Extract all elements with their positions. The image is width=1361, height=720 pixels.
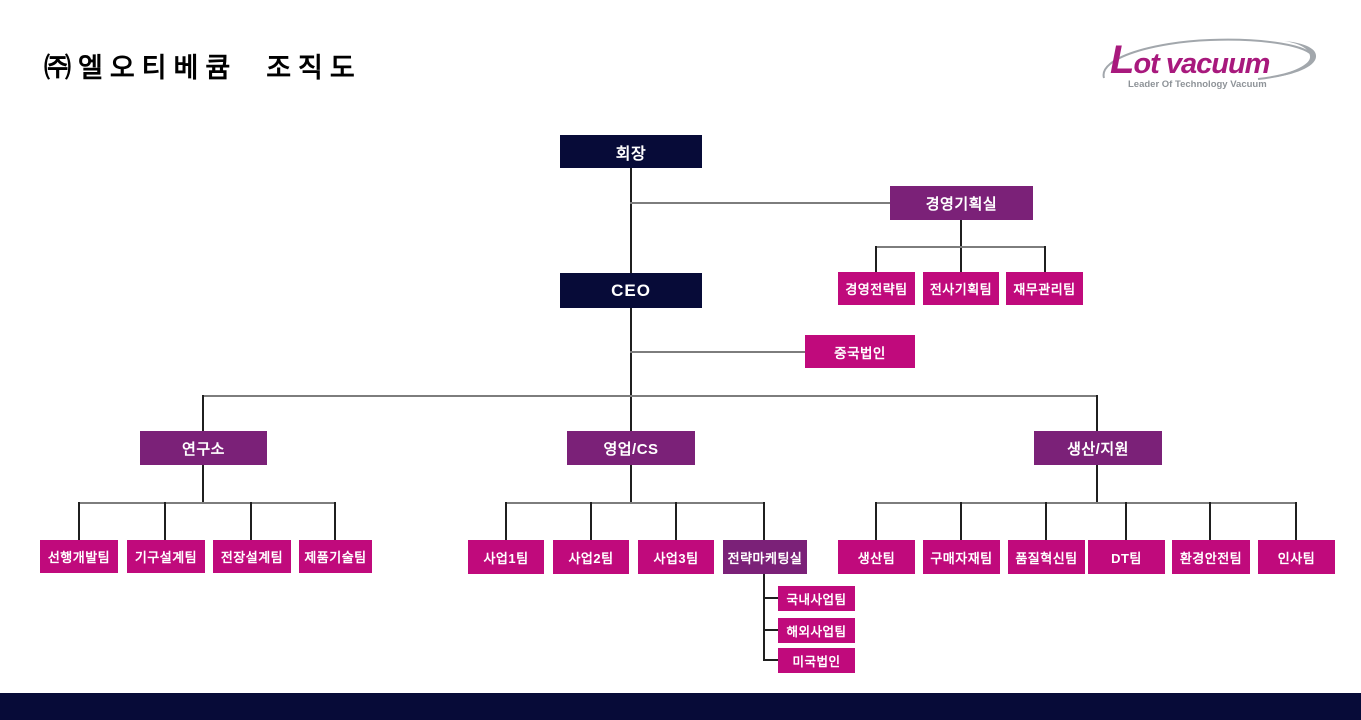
connector-ceo-china [630, 351, 805, 353]
connector-sales-child-1 [505, 502, 507, 540]
node-chairman: 회장 [560, 135, 702, 168]
connector-marketing-drop [763, 574, 765, 660]
logo-tagline: Leader Of Technology Vacuum [1128, 79, 1267, 90]
connector-division-bus [202, 395, 1098, 397]
connector-production-child-4 [1125, 502, 1127, 540]
node-sales-team: 사업2팀 [553, 540, 629, 574]
node-marketing-team: 미국법인 [778, 648, 855, 673]
node-rnd-team: 전장설계팀 [213, 540, 291, 573]
connector-production-drop [1096, 465, 1098, 503]
node-rnd-team: 선행개발팀 [40, 540, 118, 573]
connector-chairman-planning [630, 202, 890, 204]
node-production-team: 인사팀 [1258, 540, 1335, 574]
node-rnd-team: 제품기술팀 [299, 540, 372, 573]
connector-sales-child-3 [675, 502, 677, 540]
logo-brand-text: Lot vacuum [1110, 38, 1270, 82]
connector-production-child-2 [960, 502, 962, 540]
connector-rnd-drop [202, 465, 204, 503]
page-title: ㈜엘오티베큠 조직도 [44, 53, 362, 83]
connector-production-top [1096, 395, 1098, 431]
connector-rnd-child-2 [164, 502, 166, 540]
node-production-team: 구매자재팀 [923, 540, 1000, 574]
footer-bar [0, 693, 1361, 720]
node-planning-team: 경영전략팀 [838, 272, 915, 305]
node-planning-team: 재무관리팀 [1006, 272, 1083, 305]
node-division-rnd: 연구소 [140, 431, 267, 465]
node-production-team: 생산팀 [838, 540, 915, 574]
connector-ceo-drop [630, 308, 632, 431]
connector-production-child-6 [1295, 502, 1297, 540]
node-rnd-team: 기구설계팀 [127, 540, 205, 573]
node-production-team: 환경안전팀 [1172, 540, 1250, 574]
connector-production-child-3 [1045, 502, 1047, 540]
logo-swoosh-icon [1102, 38, 1317, 80]
node-planning-office: 경영기획실 [890, 186, 1033, 220]
lot-vacuum-logo: Lot vacuum Leader Of Technology Vacuum [1088, 34, 1318, 94]
connector-sales-bus [505, 502, 765, 504]
connector-marketing-child-3 [763, 659, 778, 661]
node-division-production: 생산/지원 [1034, 431, 1162, 465]
connector-production-child-1 [875, 502, 877, 540]
connector-production-bus [875, 502, 1297, 504]
node-marketing-office: 전략마케팅실 [723, 540, 807, 574]
connector-marketing-child-1 [763, 597, 778, 599]
connector-rnd-bus [78, 502, 336, 504]
connector-sales-drop [630, 465, 632, 503]
connector-sales-child-4 [763, 502, 765, 540]
connector-chairman-ceo [630, 168, 632, 273]
node-marketing-team: 해외사업팀 [778, 618, 855, 643]
node-production-team: 품질혁신팀 [1008, 540, 1085, 574]
connector-rnd-child-1 [78, 502, 80, 540]
node-china-entity: 중국법인 [805, 335, 915, 368]
node-planning-team: 전사기획팀 [923, 272, 999, 305]
connector-sales-child-2 [590, 502, 592, 540]
connector-rnd-child-4 [334, 502, 336, 540]
node-ceo: CEO [560, 273, 702, 308]
connector-planning-child-1 [875, 246, 877, 272]
connector-planning-bus [875, 246, 1045, 248]
connector-production-child-5 [1209, 502, 1211, 540]
node-sales-team: 사업3팀 [638, 540, 714, 574]
connector-rnd-top [202, 395, 204, 431]
node-division-sales: 영업/CS [567, 431, 695, 465]
connector-rnd-child-3 [250, 502, 252, 540]
node-production-team: DT팀 [1088, 540, 1165, 574]
node-sales-team: 사업1팀 [468, 540, 544, 574]
node-marketing-team: 국내사업팀 [778, 586, 855, 611]
connector-marketing-child-2 [763, 629, 778, 631]
connector-planning-child-3 [1044, 246, 1046, 272]
